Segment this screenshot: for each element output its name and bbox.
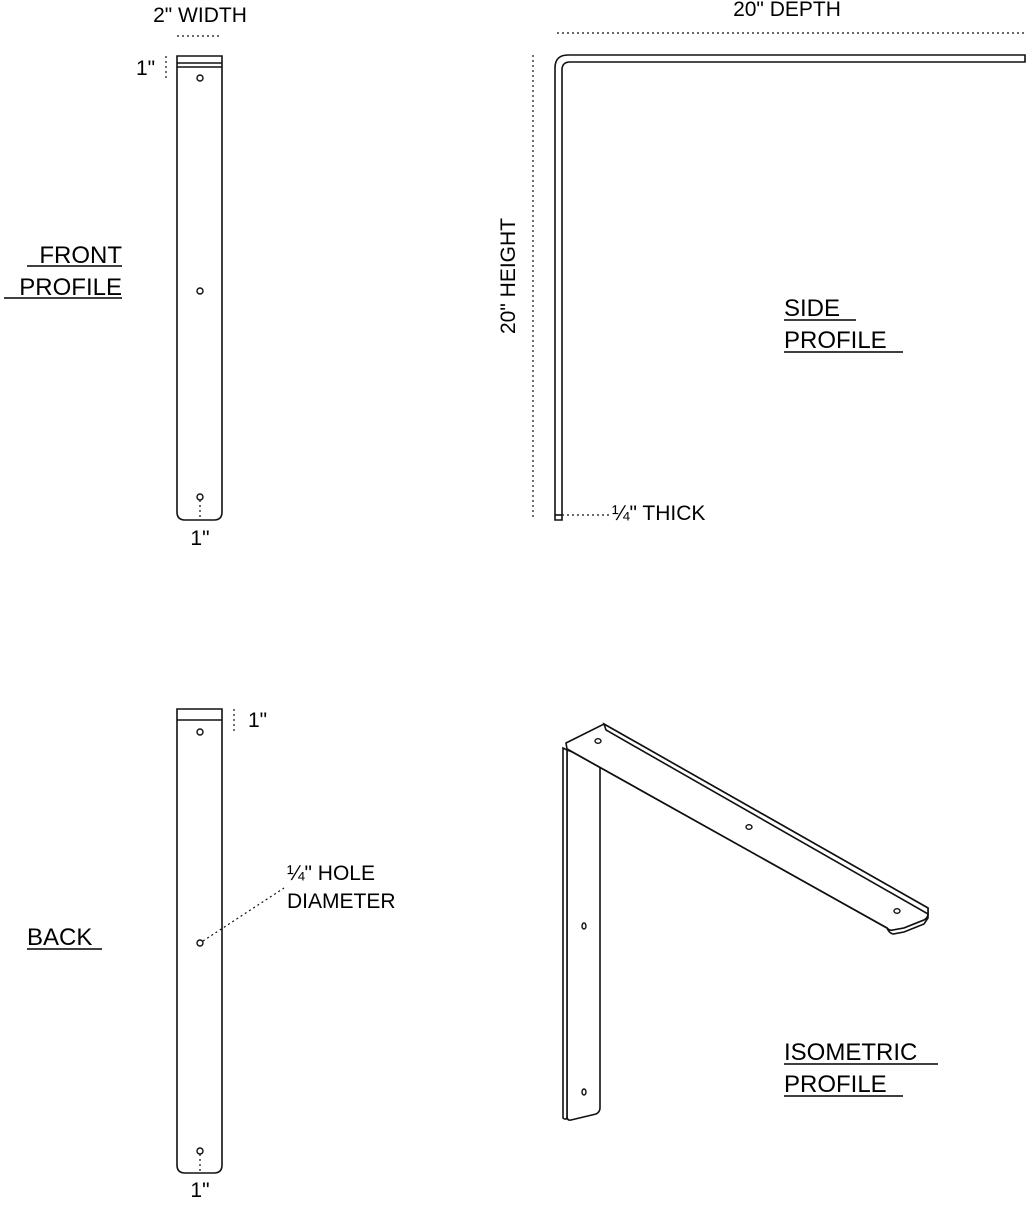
width-dimension-label: 2" WIDTH [153, 4, 247, 27]
height-dimension-label: 20" HEIGHT [497, 218, 520, 334]
front-profile-label-line2: PROFILE [19, 274, 122, 301]
iso-vertical-plate-edge [562, 746, 568, 1120]
back-bottom-offset-label: 1" [190, 1179, 209, 1200]
isometric-profile-view: ISOMETRIC PROFILE [562, 722, 938, 1121]
hole-diameter-label-line2: DIAMETER [287, 890, 396, 913]
hole-diameter-leader-line [202, 887, 285, 942]
thickness-label: ¼" THICK [612, 502, 705, 525]
front-hole-middle [196, 287, 204, 295]
back-hole-middle [196, 939, 204, 947]
front-profile-label-line1: FRONT [39, 242, 122, 269]
front-bottom-offset-label: 1" [190, 527, 209, 550]
hole-diameter-label-line1: ¼" HOLE [287, 862, 375, 885]
iso-arm-hole-3 [893, 908, 901, 915]
side-profile-view: 20" DEPTH 20" HEIGHT ¼" THICK SIDE PROFI… [497, 0, 1026, 525]
back-view: 1" 1" ¼" HOLE DIAMETER BACK [27, 708, 396, 1202]
front-profile-view: 2" WIDTH 1" 1" FRONT PROFILE [4, 4, 247, 550]
depth-dimension-label: 20" DEPTH [733, 0, 841, 21]
iso-arm-hole-1 [594, 738, 602, 745]
iso-vertical-plate-front [566, 748, 601, 1121]
back-hole-bottom [196, 1147, 204, 1155]
front-hole-top [196, 74, 204, 82]
front-top-offset-label: 1" [136, 57, 155, 80]
isometric-profile-label-line2: PROFILE [784, 1071, 887, 1098]
back-hole-top [196, 728, 204, 736]
side-bracket-outline [554, 54, 1026, 521]
back-label: BACK [27, 924, 92, 951]
iso-vertical-hole-1 [581, 922, 587, 930]
back-top-offset-label: 1" [248, 709, 267, 732]
iso-arm-edge [602, 722, 929, 916]
side-profile-label-line2: PROFILE [784, 327, 887, 354]
iso-arm-bottom-edge [566, 748, 929, 935]
front-hole-bottom [196, 493, 204, 501]
side-profile-label-line1: SIDE [784, 295, 840, 322]
iso-arm-hole-2 [745, 824, 753, 831]
isometric-profile-label-line1: ISOMETRIC [784, 1039, 917, 1066]
iso-vertical-hole-2 [581, 1088, 587, 1096]
